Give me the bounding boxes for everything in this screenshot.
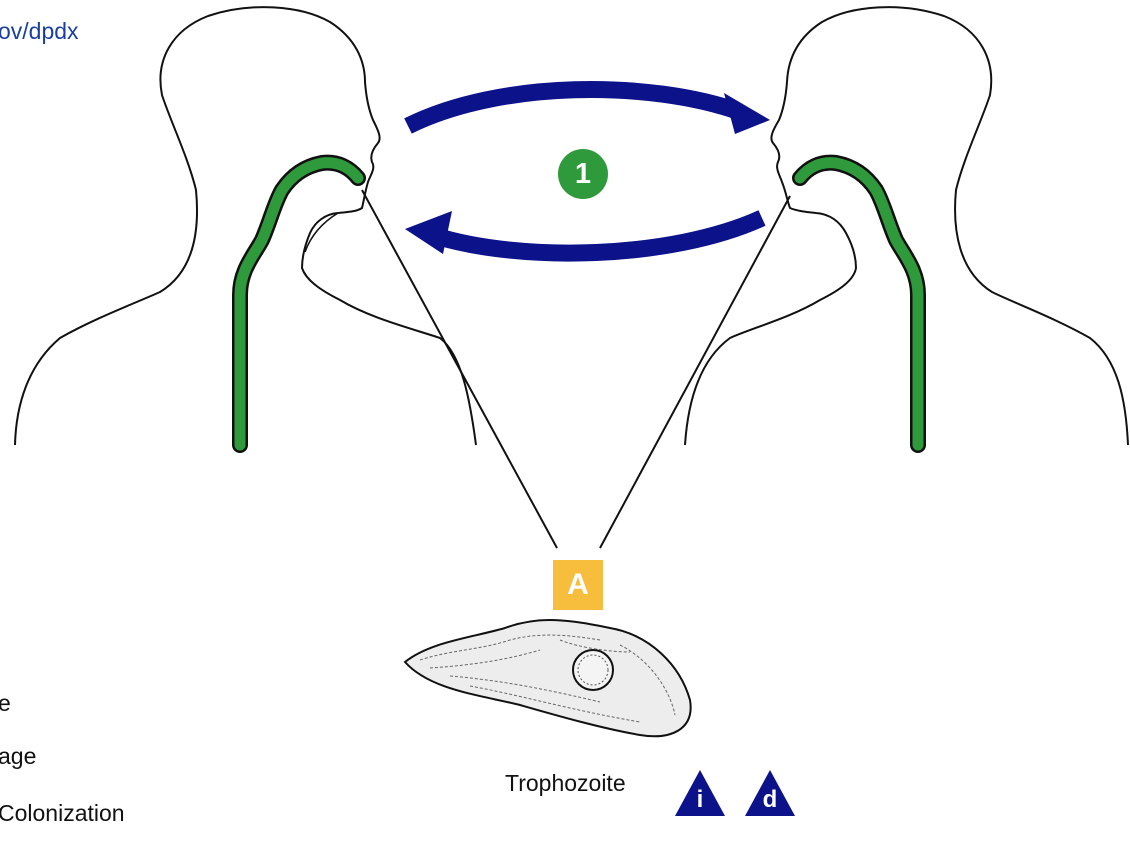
left-respiratory-tract-fill <box>240 163 358 445</box>
arrow-head-right <box>724 93 770 134</box>
step-1-badge: 1 <box>558 149 608 199</box>
stage-a-badge: A <box>553 560 603 610</box>
source-url[interactable]: ov/dpdx <box>0 18 79 45</box>
infective-stage-letter: i <box>675 786 725 814</box>
infective-stage-icon: i <box>675 770 725 816</box>
arrow-head-left <box>405 211 452 254</box>
legend-item-2: age <box>0 743 36 770</box>
trophozoite-cell <box>405 620 691 736</box>
trophozoite-label: Trophozoite <box>505 770 626 797</box>
diagnostic-stage-icon: d <box>745 770 795 816</box>
diagnostic-stage-letter: d <box>745 786 795 814</box>
legend-item-colonization: Colonization <box>0 800 125 827</box>
left-respiratory-tract <box>240 163 358 445</box>
right-respiratory-tract <box>800 163 918 445</box>
legend-item-1: e <box>0 690 11 717</box>
right-respiratory-tract-fill <box>800 163 918 445</box>
transmission-arrow-right <box>408 90 740 126</box>
transmission-arrow-left <box>436 218 762 253</box>
